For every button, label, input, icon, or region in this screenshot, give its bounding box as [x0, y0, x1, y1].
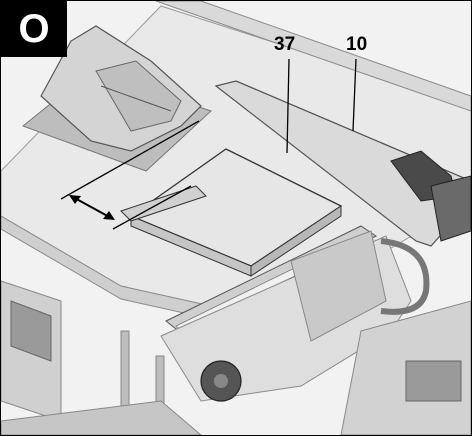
callout-label-37: 37 — [274, 34, 296, 55]
dimension-line-1 — [60, 120, 200, 200]
rear-rail — [155, 1, 471, 112]
carry-handle — [380, 238, 430, 315]
arrow-head-left — [69, 195, 81, 204]
dimension-line-2 — [112, 185, 192, 230]
leader-10 — [352, 58, 357, 132]
leader-37 — [286, 58, 290, 154]
callout-label-10: 10 — [346, 34, 368, 55]
stand-leg-1 — [120, 330, 130, 435]
arrow-head-right — [103, 211, 115, 220]
stand-frame-bottom — [1, 400, 202, 435]
figure-badge: O — [1, 1, 67, 57]
stand-leg-2 — [155, 355, 165, 435]
